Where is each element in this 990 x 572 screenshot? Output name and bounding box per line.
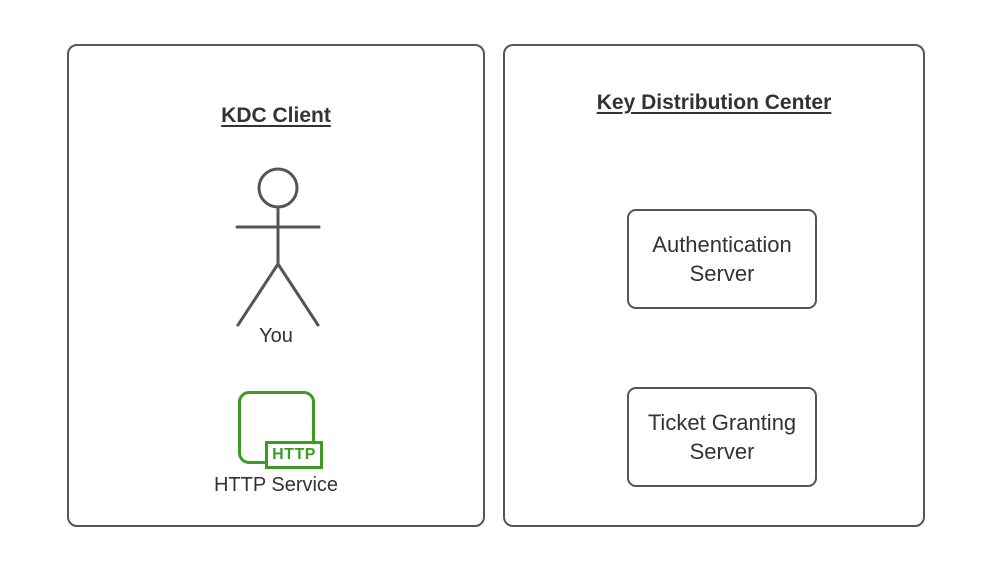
stick-figure-actor-icon [235,167,321,327]
kdc-client-panel: KDC Client You HTTP HTTP Service [67,44,485,527]
ticket-granting-server-label: Ticket Granting Server [647,410,797,464]
key-distribution-center-panel-title: Key Distribution Center [596,91,832,114]
http-service-icon: HTTP [238,391,323,469]
authentication-server-box: Authentication Server [627,209,817,309]
ticket-granting-server-box: Ticket Granting Server [627,387,817,487]
actor-label: You [259,325,293,347]
key-distribution-center-panel: Key Distribution Center Authentication S… [503,44,925,527]
kdc-client-panel-title: KDC Client [221,104,331,127]
authentication-server-label: Authentication Server [652,232,792,286]
http-badge: HTTP [265,441,323,469]
http-service-label: HTTP Service [213,474,339,496]
